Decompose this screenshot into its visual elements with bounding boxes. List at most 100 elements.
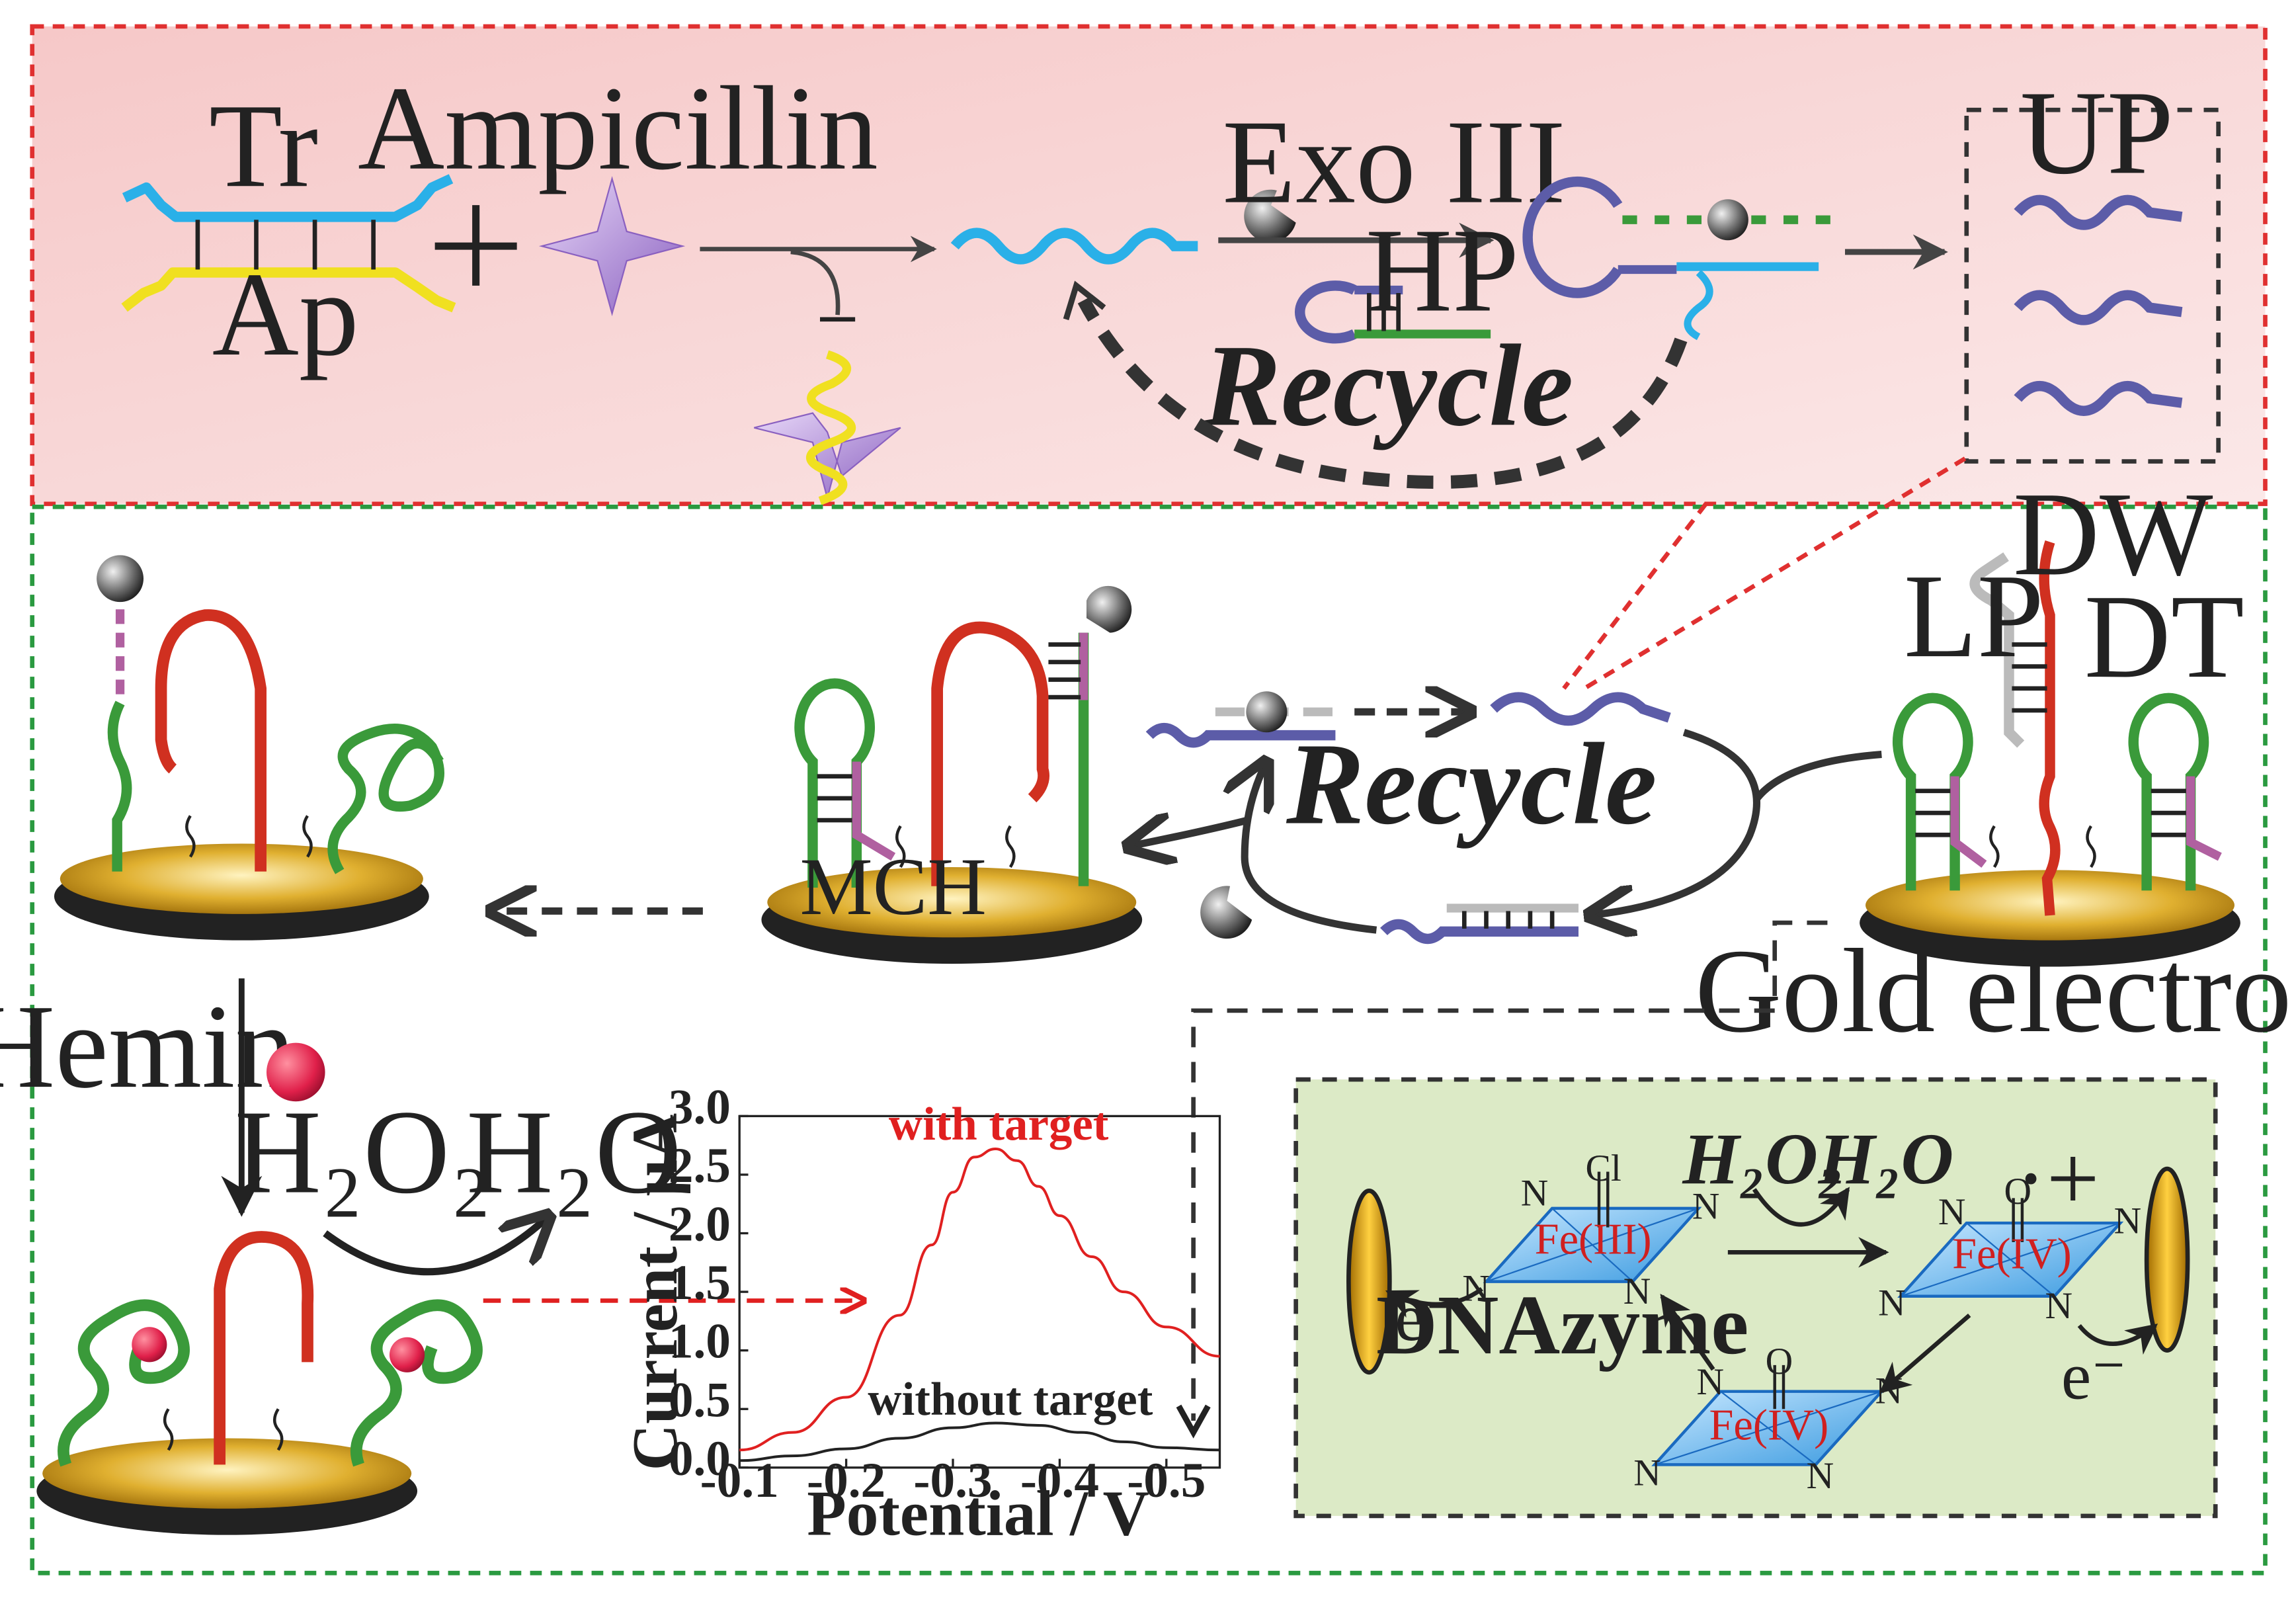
recycle-arc-left (1245, 762, 1377, 934)
gold-electrode-label: Gold electrode (1695, 925, 2296, 1058)
dt-label: DT (2084, 570, 2244, 703)
h2o2-label: H₂O₂ (235, 1086, 492, 1219)
ap-strand (121, 267, 456, 313)
tr-label: Tr (209, 79, 318, 212)
up-label: UP (2020, 66, 2174, 199)
n-label-8: N (2045, 1285, 2072, 1327)
top-panel-border (30, 24, 2268, 507)
ap-label: Ap (212, 248, 359, 381)
zoom-line-left (1562, 502, 1708, 690)
digestion-complex-icon (1522, 176, 1830, 341)
mch-label: MCH (800, 841, 986, 932)
connector-to-chart (1191, 920, 1828, 1421)
electron-arrow-right (2077, 1324, 2158, 1355)
tr-ap-duplex: Tr Ap (121, 79, 456, 381)
h2o-label: H₂O (466, 1086, 682, 1219)
digested-duplex-icon (1145, 691, 1340, 748)
o-label-2: O (1766, 1341, 1793, 1382)
zoom-line-right (1583, 456, 1967, 691)
x-axis-ticks: -0.1-0.2-0.3-0.4-0.5 (700, 1453, 1206, 1508)
electron-arrow-left (1385, 1287, 1483, 1318)
gold-electrode-right-icon (1860, 540, 2240, 967)
h2o2-conversion-arrow (323, 1216, 550, 1276)
dnazyme-label: DNAzyme (1376, 1278, 1748, 1372)
x-axis-label: Potential / V (807, 1478, 1149, 1550)
connector-arrow-head (1176, 1404, 1211, 1439)
recycle-arc-input (1754, 750, 1882, 801)
n-label-3: N (1462, 1267, 1490, 1309)
electron-label-right: e⁻ (2061, 1339, 2127, 1414)
y-axis-label: Current / μA (620, 1113, 691, 1470)
branch-arrow (790, 249, 840, 315)
top-panel: Tr Ap Ampicillin Exo III HP (30, 24, 2268, 507)
up-strands-icon (2014, 194, 2183, 416)
ap-ampicillin-complex-icon (754, 350, 901, 505)
fe4b-label: Fe(IV) (1709, 1402, 1828, 1450)
o-label-1: O (2004, 1171, 2031, 1212)
n-label-11: N (1633, 1452, 1661, 1493)
n-label-1: N (1521, 1172, 1549, 1214)
electron-label-left: e⁻ (1395, 1281, 1460, 1355)
x-tick-label: -0.3 (913, 1453, 992, 1508)
x-tick-label: -0.5 (1127, 1453, 1206, 1508)
n-label-6: N (2114, 1200, 2142, 1242)
plot-frame (738, 1114, 1221, 1469)
fe3-label: Fe(III) (1535, 1216, 1652, 1264)
cl-label: Cl (1585, 1148, 1621, 1189)
gold-electrode-middle-icon (761, 585, 1143, 964)
y-tick-label: 1.5 (669, 1255, 731, 1310)
up-strand-bottom (1490, 692, 1671, 726)
lp-label: LP (1904, 550, 2044, 683)
heme-fe4-radical-plate: Fe(IV) O ·+ N N N N (1878, 1126, 2141, 1327)
x-tick-label: -0.4 (1020, 1453, 1099, 1508)
ampicillin-star-icon (538, 176, 686, 317)
electrode-right-icon (2144, 1166, 2190, 1353)
top-panel-background (32, 26, 2266, 504)
x-tick-label: -0.1 (700, 1453, 779, 1508)
n-label-7: N (1878, 1283, 1906, 1324)
recycle-label-top: Recycle (1202, 321, 1573, 450)
y-tick-label: 0.0 (669, 1431, 731, 1486)
recycle-arc-right (1589, 728, 1760, 915)
hp-label: HP (1366, 204, 1519, 337)
reduction-arrow-2 (1660, 1293, 1715, 1371)
y-tick-label: 2.5 (669, 1138, 731, 1193)
legend-with-target: with target (889, 1099, 1109, 1150)
h2o2-curve-arrow (1752, 1187, 1850, 1227)
dz-h2o2-label: H₂O₂ (1682, 1118, 1843, 1199)
n-label-5: N (1938, 1191, 1966, 1233)
bottom-panel-border (30, 504, 2268, 1576)
y-tick-label: 2.0 (669, 1197, 731, 1252)
up-box (1964, 107, 2221, 464)
tr-strand-released (950, 228, 1198, 265)
recycle-label-bottom: Recycle (1286, 720, 1657, 849)
hairpin-probe-icon (1294, 280, 1491, 344)
n-label-12: N (1807, 1455, 1834, 1497)
y-tick-label: 0.5 (669, 1372, 731, 1427)
exo-iii-icon (1244, 189, 1296, 243)
heme-fe4-plate: Fe(IV) O N N N N (1633, 1341, 1903, 1497)
tr-strand (122, 174, 454, 222)
y-axis-ticks: 0.00.51.01.52.02.53.0 (669, 1079, 749, 1486)
gold-electrode-left-icon (54, 555, 445, 941)
chart-series (739, 1147, 1220, 1462)
ampicillin-label: Ampicillin (358, 62, 878, 195)
fe4-label: Fe(IV) (1952, 1230, 2072, 1279)
y-tick-label: 1.0 (669, 1314, 731, 1369)
dnazyme-mechanism: Fe(III) Cl N N N N Fe(IV) O ·+ N N N (1293, 1077, 2218, 1519)
plus-icon (434, 205, 517, 286)
series-with-target (739, 1147, 1220, 1452)
electrode-left-icon (1346, 1188, 1392, 1375)
dw-label: DW (2013, 468, 2213, 601)
dpv-chart: 0.00.51.01.52.02.53.0 -0.1-0.2-0.3-0.4-0… (620, 1079, 1221, 1550)
gold-electrode-dnazyme-icon (36, 1231, 483, 1535)
up-lp-duplex-icon (1380, 904, 1578, 945)
base-pairs (195, 220, 376, 270)
n-label-2: N (1692, 1185, 1720, 1227)
bottom-panel: DW LP DT Gold electrode Recycle (0, 456, 2296, 1576)
legend-without-target: without target (868, 1374, 1153, 1425)
dz-h2o-label: H₂O (1818, 1118, 1954, 1199)
recycle-arrow-top (1077, 297, 1688, 489)
n-label-4: N (1623, 1271, 1651, 1312)
